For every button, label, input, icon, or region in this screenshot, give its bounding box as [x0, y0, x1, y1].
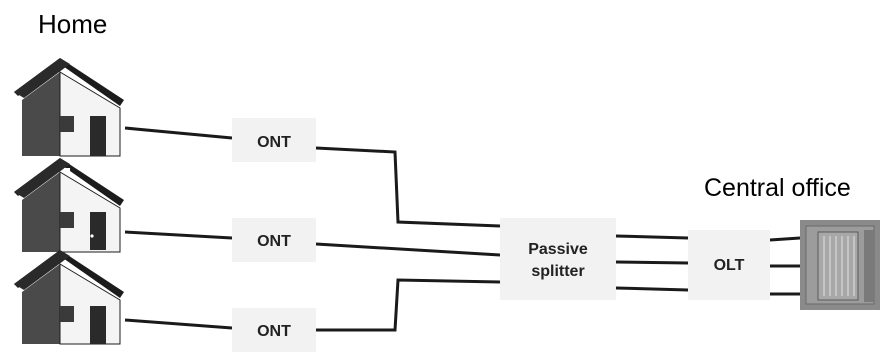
ont-label: ONT [257, 233, 291, 250]
splitter-label-line1: Passive [528, 241, 588, 258]
central-office-label: Central office [704, 174, 851, 202]
olt-box: OLT [688, 230, 770, 300]
fiber-ont3-splitter [316, 278, 501, 332]
fiber-splitter-olt-3 [615, 286, 689, 292]
house-icon [14, 58, 124, 157]
fiber-house3-ont3 [124, 318, 233, 330]
fiber-olt-co-1 [769, 236, 801, 242]
fiber-splitter-olt-1 [615, 234, 689, 240]
ont-box: ONT [232, 218, 316, 262]
splitter-label-line2: splitter [531, 263, 584, 280]
ont-label: ONT [257, 323, 291, 340]
server-rack-icon [800, 220, 880, 310]
house-icon [14, 158, 124, 253]
fiber-lines [124, 126, 801, 332]
fiber-splitter-olt-2 [615, 260, 689, 265]
house-icon [14, 250, 124, 345]
home-label: Home [38, 9, 107, 39]
fiber-house1-ont1 [124, 126, 233, 140]
ont-box: ONT [232, 308, 316, 352]
fiber-ont2-splitter [315, 242, 501, 257]
passive-splitter-box: Passive splitter [500, 218, 616, 300]
olt-label: OLT [714, 257, 745, 274]
fiber-ont1-splitter [315, 146, 501, 228]
ont-label: ONT [257, 134, 291, 151]
ont-box: ONT [232, 118, 316, 162]
fiber-house2-ont2 [124, 230, 233, 240]
